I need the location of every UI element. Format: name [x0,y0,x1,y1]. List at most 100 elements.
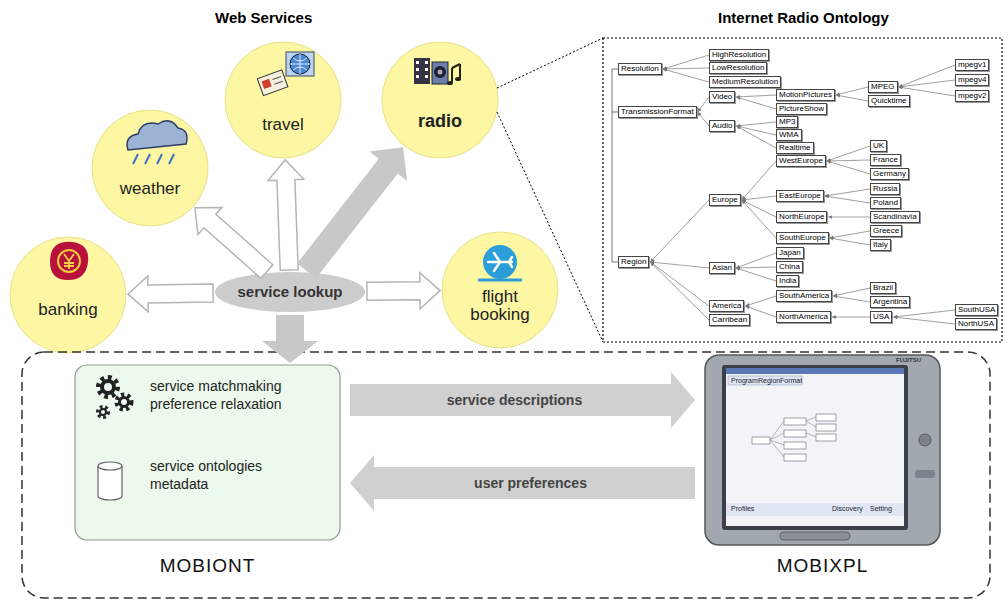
ontology-class: Realtime [776,142,814,154]
tree-link [736,267,776,268]
ontology-class: USA [870,311,892,323]
ontology-class: Quicktime [868,95,910,107]
tree-link [650,262,709,268]
ontology-class: India [776,275,799,287]
ontology-class: Brazil [870,282,896,294]
node-text: USA [873,312,889,322]
tree-link [827,160,870,161]
block-arrow [367,273,440,309]
tree-link [827,161,870,174]
ontology-class: Poland [870,197,901,209]
node-text: mpegv4 [958,75,986,85]
node-text: Italy [873,240,888,250]
ontology-class: Video [709,91,735,103]
node-text: France [873,155,898,165]
ontology-class: WestEurope [776,155,826,167]
node-text: UK [873,141,884,151]
node-text: SouthUSA [958,305,995,315]
ontology-class: Carribean [709,314,750,326]
mobiont-box [75,365,340,540]
node-text: Brazil [873,283,893,293]
leader-line [497,38,603,88]
tree-link [828,217,870,218]
node-text: Audio [712,121,732,131]
travel-icon [257,52,314,96]
ontology-class: MP3 [776,116,798,128]
screen-label: Discovery [832,505,863,512]
node-text: service matchmaking preference relaxatio… [150,377,310,413]
ontology-class: America [709,300,744,312]
tree-link [698,112,709,126]
tree-link [899,80,955,87]
node-text: service ontologies metadata [150,457,310,493]
ontology-class: Russia [870,183,900,195]
tree-link [650,262,709,306]
ontology-class: Asian [709,262,735,274]
tree-link [745,296,776,306]
edge-label: service descriptions [444,392,585,408]
banking-icon [50,242,88,280]
ontology-class: NorthAmerica [776,311,831,323]
node-text: Europe [712,195,738,205]
tree-link [736,126,776,148]
node-text: mpegv2 [958,91,986,101]
ontology-class: Audio [709,120,735,132]
tree-link [663,69,709,82]
edge-label: user preferences [471,475,590,491]
service-circle: radio [382,42,498,158]
service-circle [382,42,498,158]
node-text: Russia [873,184,897,194]
node-text: WestEurope [779,156,823,166]
service-circle: weather [92,110,208,226]
database-icon [98,462,122,500]
node-text: MOBIXPL [705,555,940,577]
ontology-class: UK [870,140,887,152]
node-text: India [779,276,796,286]
ontology-class: Germany [870,168,909,180]
tree-link [827,146,870,161]
screen-label: Format [780,377,802,384]
ontology-class: Italy [870,239,891,251]
ontology-class: SouthUSA [955,304,998,316]
node-text: Carribean [712,315,747,325]
screen-label: Program [731,377,758,384]
tree-link [736,97,776,109]
gear-icon [98,378,131,417]
ontology-class: mpegv4 [955,74,989,86]
ontology-class: Japan [776,247,804,259]
ontology-class: TransmissionFormat [618,106,697,118]
lookup-ellipse: service lookup [215,272,365,312]
node-text: Greece [873,226,899,236]
node-text: mpegv1 [958,60,986,70]
screen-label: FUJITSU [896,357,921,363]
service-circle [10,237,126,353]
ontology-class: Region [618,256,649,268]
node-text: MotionPictures [779,90,832,100]
tree-link [663,68,709,69]
node-text: flight booking [450,288,550,324]
tree-link [893,317,955,324]
tree-link [650,262,709,320]
node-text: weather [100,180,200,198]
node-text: Poland [873,198,898,208]
node-text: service lookup [215,283,365,300]
weather-icon [127,121,187,164]
screen-label: Region [758,377,780,384]
tree-link [825,189,870,196]
system-frame [22,352,990,598]
service-circle [442,232,558,348]
tree-link [736,122,776,126]
ontology-class: NorthUSA [955,318,997,330]
ontology-class: EastEurope [776,190,824,202]
node-text: NorthAmerica [779,312,828,322]
tree-link [736,126,776,135]
ontology-class: SouthAmerica [776,290,832,302]
node-text: Japan [779,248,801,258]
node-text: EastEurope [779,191,821,201]
pda-device [705,355,940,545]
block-arrow [262,315,318,363]
ontology-class: Scandinavia [870,211,920,223]
service-circle [225,42,341,158]
tree-link [893,310,955,317]
ontology-class: China [776,261,803,273]
